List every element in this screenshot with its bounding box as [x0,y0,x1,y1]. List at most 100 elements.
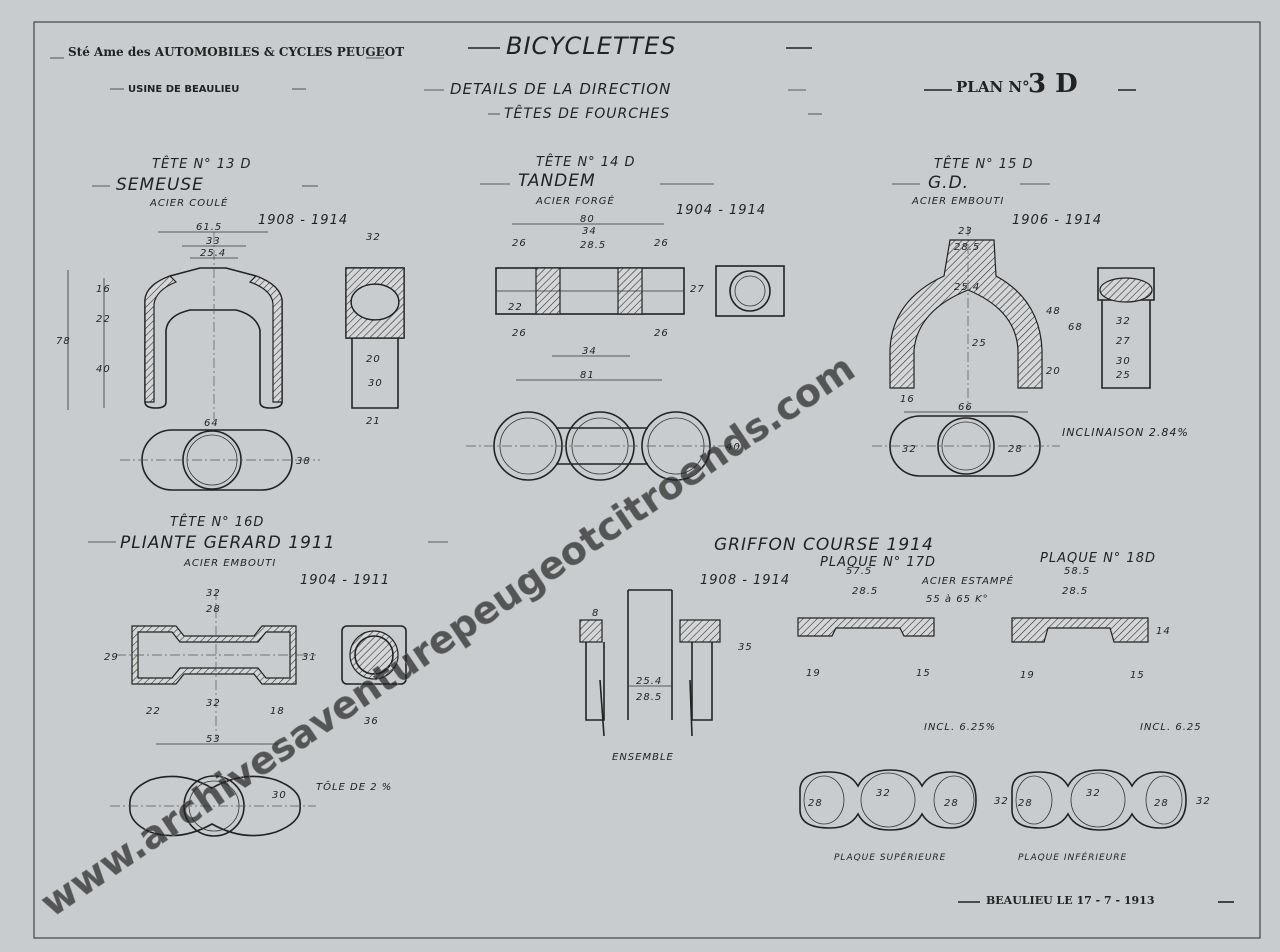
plaque18-dim-19: 19 [1020,670,1035,681]
part-tandem: TÊTE N° 14 D TANDEM ACIER FORGÉ 1904 - 1… [466,154,785,481]
semeuse-name: SEMEUSE [116,175,204,195]
semeuse-dim-254: 25.4 [200,248,226,259]
plaque18-dim-14: 14 [1156,626,1171,637]
tandem-dim-26b: 26 [654,238,669,249]
semeuse-dim-21: 21 [366,416,381,427]
tandem-dim-40: 40 [726,442,741,453]
pliante-dim-30: 30 [272,790,287,801]
plaque18-dim-32: 32 [1086,788,1101,799]
part-semeuse: TÊTE N° 13 D SEMEUSE ACIER COULÉ 1908 - … [56,156,405,491]
gd-name: G.D. [928,173,969,193]
semeuse-material: ACIER COULÉ [149,196,228,209]
plaque18-dim-285: 28.5 [1062,586,1088,597]
sheet-border [33,21,1261,939]
plaque18-dim-15: 15 [1130,670,1145,681]
drawing-subtitle-1: DETAILS DE LA DIRECTION [450,80,671,98]
pliante-name: PLIANTE GERARD 1911 [120,533,336,553]
tandem-dim-81: 81 [580,370,595,381]
semeuse-dim-40: 40 [96,364,111,375]
gd-dim-30: 30 [1116,356,1131,367]
drawing-title: BICYCLETTES [506,32,677,60]
part-pliante: TÊTE N° 16D PLIANTE GERARD 1911 ACIER EM… [88,514,448,837]
pliante-dim-36: 36 [364,716,379,727]
pliante-dim-28: 28 [206,604,221,615]
gd-dim-254: 25.4 [954,282,980,293]
gd-dim-32b: 32 [902,444,917,455]
plaque-18-label: PLAQUE N° 18D [1040,551,1156,566]
griffon-dim-8: 8 [592,608,599,619]
pliante-dim-22: 22 [146,706,161,717]
tandem-dim-34b: 34 [582,346,597,357]
gd-dim-32: 32 [1116,316,1131,327]
plaque17-dim-285: 28.5 [852,586,878,597]
pliante-dim-29: 29 [104,652,119,663]
griffon-dim-35: 35 [738,642,753,653]
plan-label: PLAN N° [956,78,1030,96]
griffon-spec: 55 à 65 K° [926,593,989,605]
gd-dim-28: 28 [1008,444,1023,455]
semeuse-dim-64: 64 [204,418,219,429]
plaque18-dim-585: 58.5 [1064,566,1090,577]
tandem-dim-26c: 26 [512,328,527,339]
plaque17-dim-575: 57.5 [846,566,872,577]
semeuse-dim-78: 78 [56,336,71,347]
plaque18-dim-28b: 28 [1154,798,1169,809]
gd-dim-16: 16 [900,394,915,405]
semeuse-dim-16: 16 [96,284,111,295]
tandem-dim-26d: 26 [654,328,669,339]
pliante-dim-53: 53 [206,734,221,745]
tandem-ref: TÊTE N° 14 D [536,154,635,170]
tandem-material: ACIER FORGÉ [535,194,615,207]
part-gd: TÊTE N° 15 D G.D. ACIER EMBOUTI 1906 - 1… [872,156,1189,477]
pliante-ref: TÊTE N° 16D [170,514,264,530]
semeuse-ref: TÊTE N° 13 D [152,156,251,172]
pliante-years: 1904 - 1911 [300,573,390,588]
plaque-inferieure-label: PLAQUE INFÉRIEURE [1018,851,1127,863]
plaque17-dim-32: 32 [876,788,891,799]
plaque17-dim-28: 28 [808,798,823,809]
semeuse-dim-22: 22 [96,314,111,325]
pliante-dim-32: 32 [206,588,221,599]
plaque-17-label: PLAQUE N° 17D [820,555,936,570]
gd-inclination-note: INCLINAISON 2.84% [1062,426,1189,439]
drawing-date: BEAULIEU LE 17 - 7 - 1913 [986,894,1154,907]
griffon-dim-285: 28.5 [636,692,662,703]
semeuse-dim-615: 61.5 [196,222,222,233]
semeuse-dim-33: 33 [206,236,221,247]
plaque18-dim-28: 28 [1018,798,1033,809]
semeuse-years: 1908 - 1914 [258,213,348,228]
plaque17-incl: INCL. 6.25% [924,722,996,733]
tandem-dim-285: 28.5 [580,240,606,251]
plaque18-dim-32b: 32 [1196,796,1211,807]
factory-name: USINE DE BEAULIEU [128,84,239,95]
pliante-dim-31: 31 [302,652,317,663]
semeuse-dim-20: 20 [366,354,381,365]
watermark: www.archivesaventurepeugeotcitroends.com [32,346,862,926]
semeuse-dim-38: 38 [296,456,311,467]
drawing-subtitle-2: TÊTES DE FOURCHES [504,104,670,122]
gd-dim-25b: 25 [1116,370,1131,381]
tandem-name: TANDEM [518,171,596,191]
plaque18-incl: INCL. 6.25 [1140,722,1202,733]
griffon-material: ACIER ESTAMPÉ [921,574,1014,587]
company-name: Sté Ame des AUTOMOBILES & CYCLES PEUGEOT [68,45,404,59]
gd-dim-68: 68 [1068,322,1083,333]
pliante-dim-32b: 32 [206,698,221,709]
gd-ref: TÊTE N° 15 D [934,156,1033,172]
plaque17-dim-28b: 28 [944,798,959,809]
gd-dim-25: 25 [972,338,987,349]
tandem-dim-26a: 26 [512,238,527,249]
plaque-superieure-label: PLAQUE SUPÉRIEURE [834,851,946,863]
gd-dim-23: 23 [958,226,973,237]
gd-dim-285: 28.5 [954,242,980,253]
gd-dim-66: 66 [958,402,973,413]
tandem-dim-34: 34 [582,226,597,237]
gd-years: 1906 - 1914 [1012,213,1102,228]
griffon-name: GRIFFON COURSE 1914 [714,535,934,555]
pliante-dim-18: 18 [270,706,285,717]
gd-dim-27: 27 [1116,336,1131,347]
tandem-dim-80: 80 [580,214,595,225]
pliante-tole-note: TÔLE DE 2 % [316,780,392,793]
part-griffon: GRIFFON COURSE 1914 1908 - 1914 25.4 28.… [579,535,1211,863]
